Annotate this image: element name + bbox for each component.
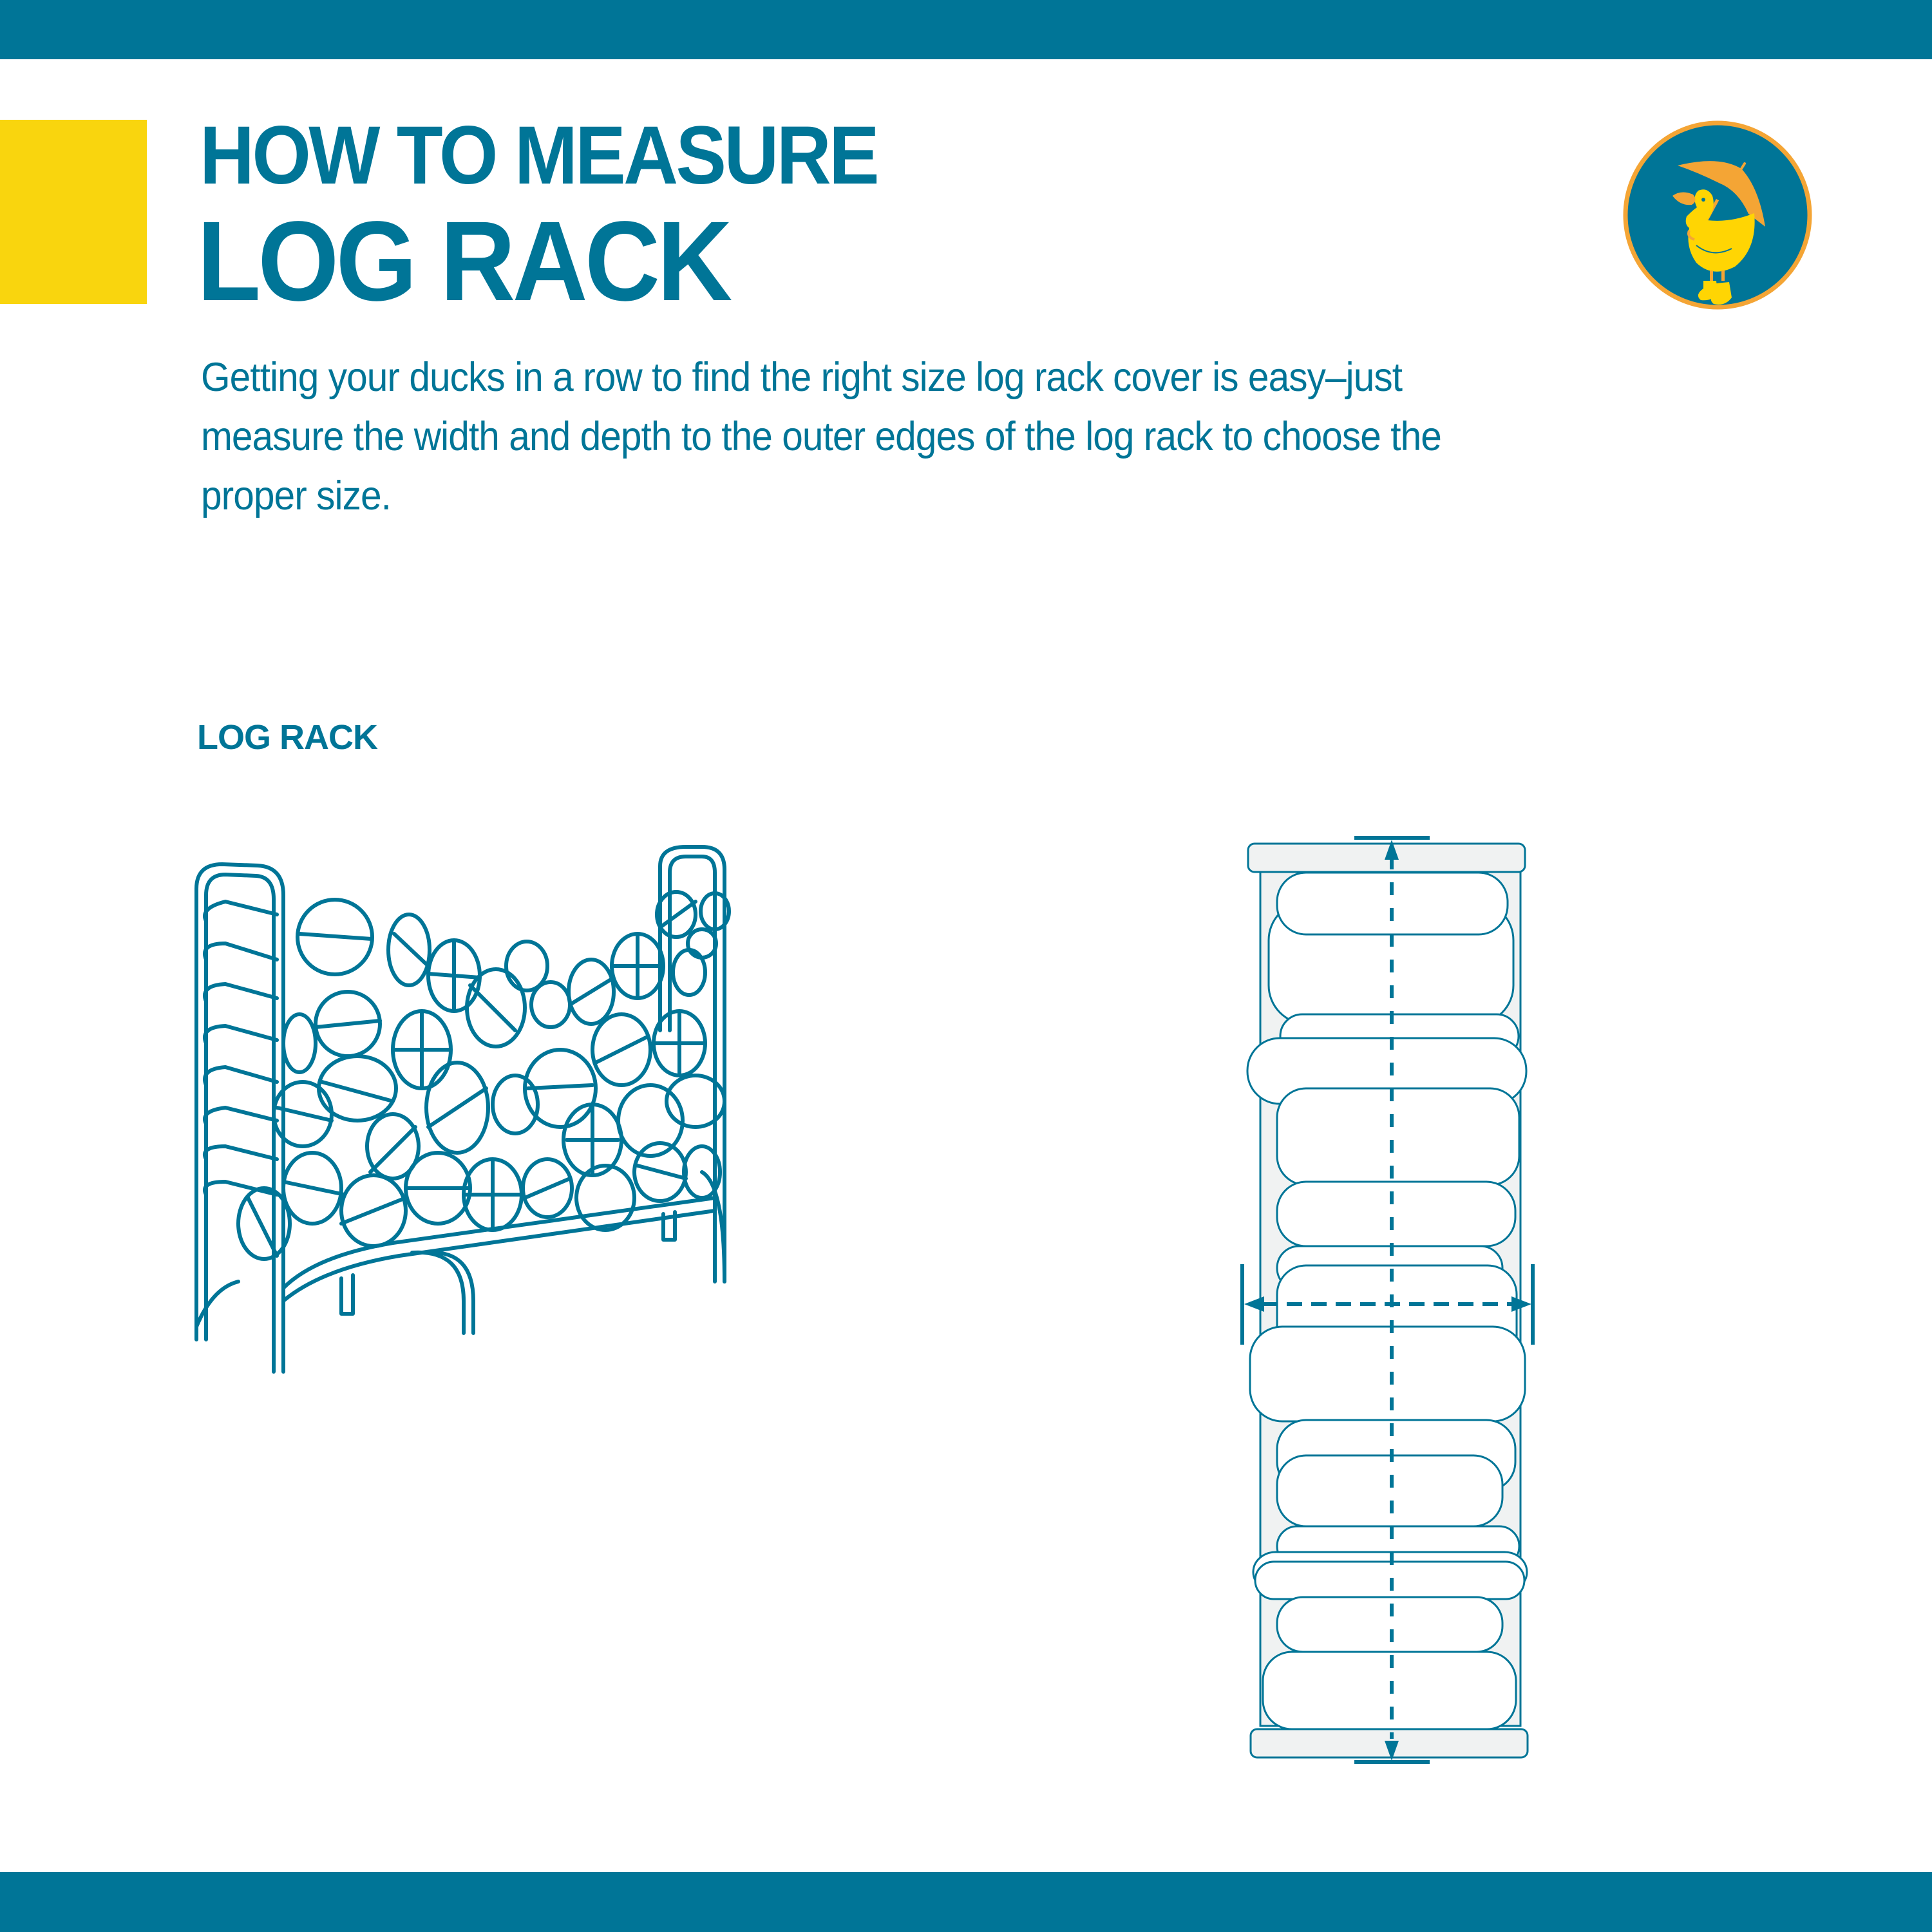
log-rack-top-view-illustration [1240,836,1535,1764]
log-rack-front-illustration [194,845,731,1374]
top-banner-bar [0,0,1932,59]
intro-paragraph: Getting your ducks in a row to find the … [201,355,1442,518]
yellow-accent-block [0,120,147,304]
duck-with-umbrella-icon [1623,120,1812,310]
duck-umbrella-logo [1622,120,1813,310]
section-label-log-rack: LOG RACK [197,718,378,757]
page-title-line1: HOW TO MEASURE [200,109,880,202]
width-measure-arrow [1240,1264,1535,1345]
page-title-line2: LOG RACK [197,198,732,325]
bottom-banner-bar [0,1872,1932,1932]
depth-measure-arrow [1354,836,1430,1764]
log-rack-front-view [187,837,869,1385]
log-rack-top-view [1224,811,1584,1790]
